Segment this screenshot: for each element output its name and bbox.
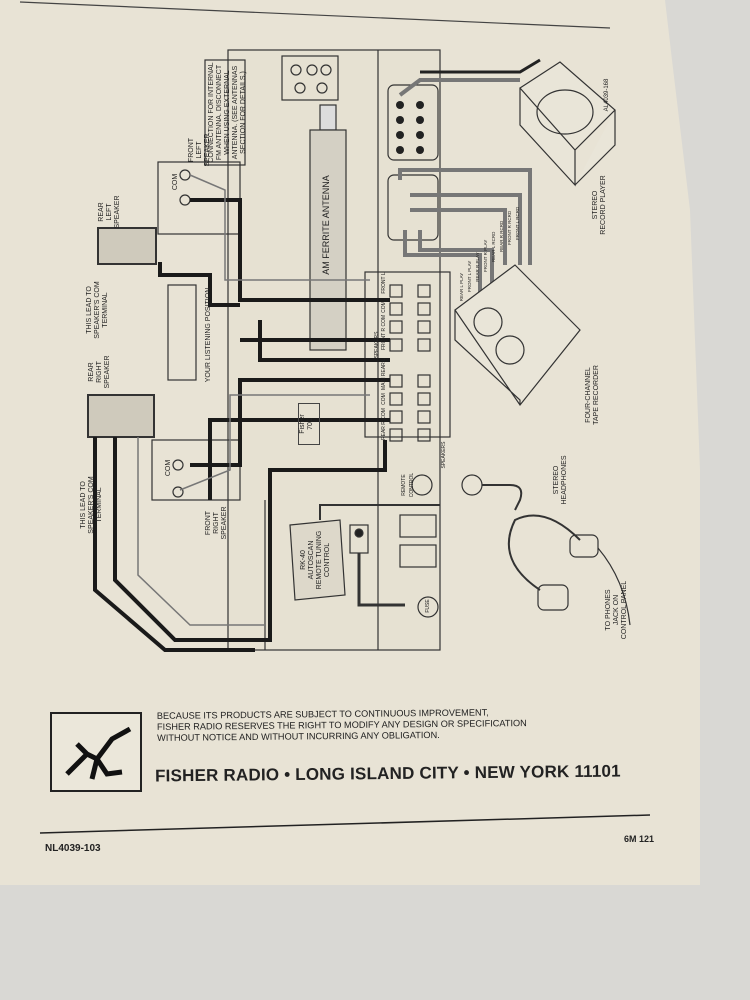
com-lead-note-upper: THIS LEAD TO SPEAKER'S COM TERMINAL	[86, 281, 109, 339]
headphones-label: STEREO HEADPHONES	[553, 455, 568, 505]
screw-icon	[179, 194, 191, 206]
record-player-label: STEREO RECORD PLAYER	[592, 175, 607, 235]
tape-lead-label: REAR L PLAY	[459, 272, 464, 302]
tape-lead-label: REAR L RCRD	[491, 231, 496, 262]
remote-cable	[319, 504, 440, 520]
speakers-switch-label: SPEAKERS	[441, 441, 447, 469]
screw-icon	[172, 459, 184, 471]
fuse-label: FUSE	[425, 599, 431, 613]
screw-icon	[179, 169, 191, 181]
screw-icon	[294, 82, 306, 94]
headphone-earcup	[537, 584, 569, 611]
phono-cable	[398, 78, 520, 97]
screw-icon	[172, 486, 184, 498]
rk40-remote	[289, 519, 346, 601]
tape-lead-label: FRONT L PLAY	[467, 260, 472, 292]
tape-lead-label: FRONT L RCRD	[515, 206, 520, 240]
wiring-diagram	[19, 1, 651, 834]
screw-icon	[290, 64, 302, 76]
tape-jack-panel	[387, 174, 439, 241]
manual-page: CONNECTION FOR INTERNAL FM ANTENNA. DISC…	[0, 0, 700, 885]
dancing-figure-icon	[65, 726, 132, 780]
screw-icon	[306, 64, 318, 76]
terminal-label: MAIN REAR L	[381, 358, 387, 390]
disclaimer-text: BECAUSE ITS PRODUCTS ARE SUBJECT TO CONT…	[156, 707, 527, 743]
headphones	[507, 514, 581, 591]
tape-cables	[398, 168, 532, 300]
headphone-cable	[482, 484, 523, 511]
antenna-cap	[319, 104, 337, 131]
speaker-wires	[93, 198, 390, 652]
front-right-speaker-label: FRONT RIGHT SPEAKER	[205, 506, 228, 540]
terminal-label: COM	[381, 393, 387, 405]
am-ferrite-antenna	[309, 129, 347, 351]
com-lead-note-lower: THIS LEAD TO SPEAKER'S COM TERMINAL	[80, 476, 103, 534]
reel-icon	[495, 335, 525, 365]
ground-wire	[420, 58, 541, 74]
remote-control-jack	[411, 474, 433, 496]
front-right-speaker-box	[151, 439, 241, 501]
terminal-label: REAR R COM	[381, 408, 387, 440]
rk40-label: RK-40 AUTOSCAN REMOTE TUNING CONTROL	[300, 530, 331, 590]
headphone-earcup	[569, 534, 599, 558]
headphone-cord	[597, 547, 631, 626]
page-code: 6M 121	[624, 834, 655, 844]
model-plate: Fisher 701	[298, 403, 320, 445]
ac-outlet	[399, 544, 437, 568]
listening-position-label: YOUR LISTENING POSITION	[205, 287, 212, 383]
com-label: COM	[165, 459, 172, 477]
antenna-note-box	[204, 59, 246, 166]
terminal-label: COM	[381, 301, 387, 313]
tape-lead-label: REAR R PLAY	[475, 252, 480, 282]
turntable-platter	[536, 89, 594, 135]
fuse-holder	[417, 596, 439, 618]
record-player	[519, 61, 616, 187]
footer-rule	[39, 814, 651, 834]
terminal-label: FRONT R COM	[381, 314, 387, 350]
remote-control-label: REMOTE CONTROL	[401, 472, 415, 498]
document-code: NL4039-103	[45, 843, 101, 854]
front-left-speaker-label: FRONT LEFT SPEAKER	[188, 133, 211, 167]
tape-lead-label: REAR R RCRD	[499, 220, 504, 252]
tape-recorder-label: FOUR-CHANNEL TAPE RECORDER	[585, 365, 600, 425]
screw-icon	[316, 82, 328, 94]
fisher-logo	[50, 712, 142, 792]
fm-antenna-terminals	[281, 55, 339, 101]
headphones-jack	[461, 474, 483, 496]
rear-left-speaker	[97, 227, 157, 265]
listening-position-couch	[167, 284, 197, 381]
speaker-wires-thin	[137, 174, 370, 626]
rear-left-speaker-label: REAR LEFT SPEAKER	[98, 195, 121, 229]
reel-icon	[473, 307, 503, 337]
screw-icon	[320, 64, 332, 76]
terminal-label: FRONT L	[381, 272, 387, 294]
tape-lead-label: FRONT R PLAY	[483, 239, 488, 272]
speaker-terminal-block	[364, 271, 451, 438]
tape-recorder	[454, 264, 581, 407]
input-jacks	[396, 101, 424, 154]
com-label: COM	[172, 173, 179, 191]
am-antenna-label: AM FERRITE ANTENNA	[321, 175, 331, 275]
antenna-note: CONNECTION FOR INTERNAL FM ANTENNA. DISC…	[208, 62, 247, 163]
ac-outlet	[399, 514, 437, 538]
phones-note: TO PHONES JACK ON CONTROL PANEL	[605, 580, 628, 640]
rear-right-speaker-label: REAR RIGHT SPEAKER	[88, 355, 111, 389]
top-rule	[19, 1, 611, 29]
plug-icon	[354, 528, 364, 538]
power-cord	[357, 553, 405, 607]
record-player-code: AL4039-168	[604, 78, 610, 112]
tape-lead-label: FRONT R RCRD	[507, 210, 512, 245]
terminal-label: SPEAKERS	[374, 331, 380, 359]
rear-right-speaker	[87, 394, 155, 438]
